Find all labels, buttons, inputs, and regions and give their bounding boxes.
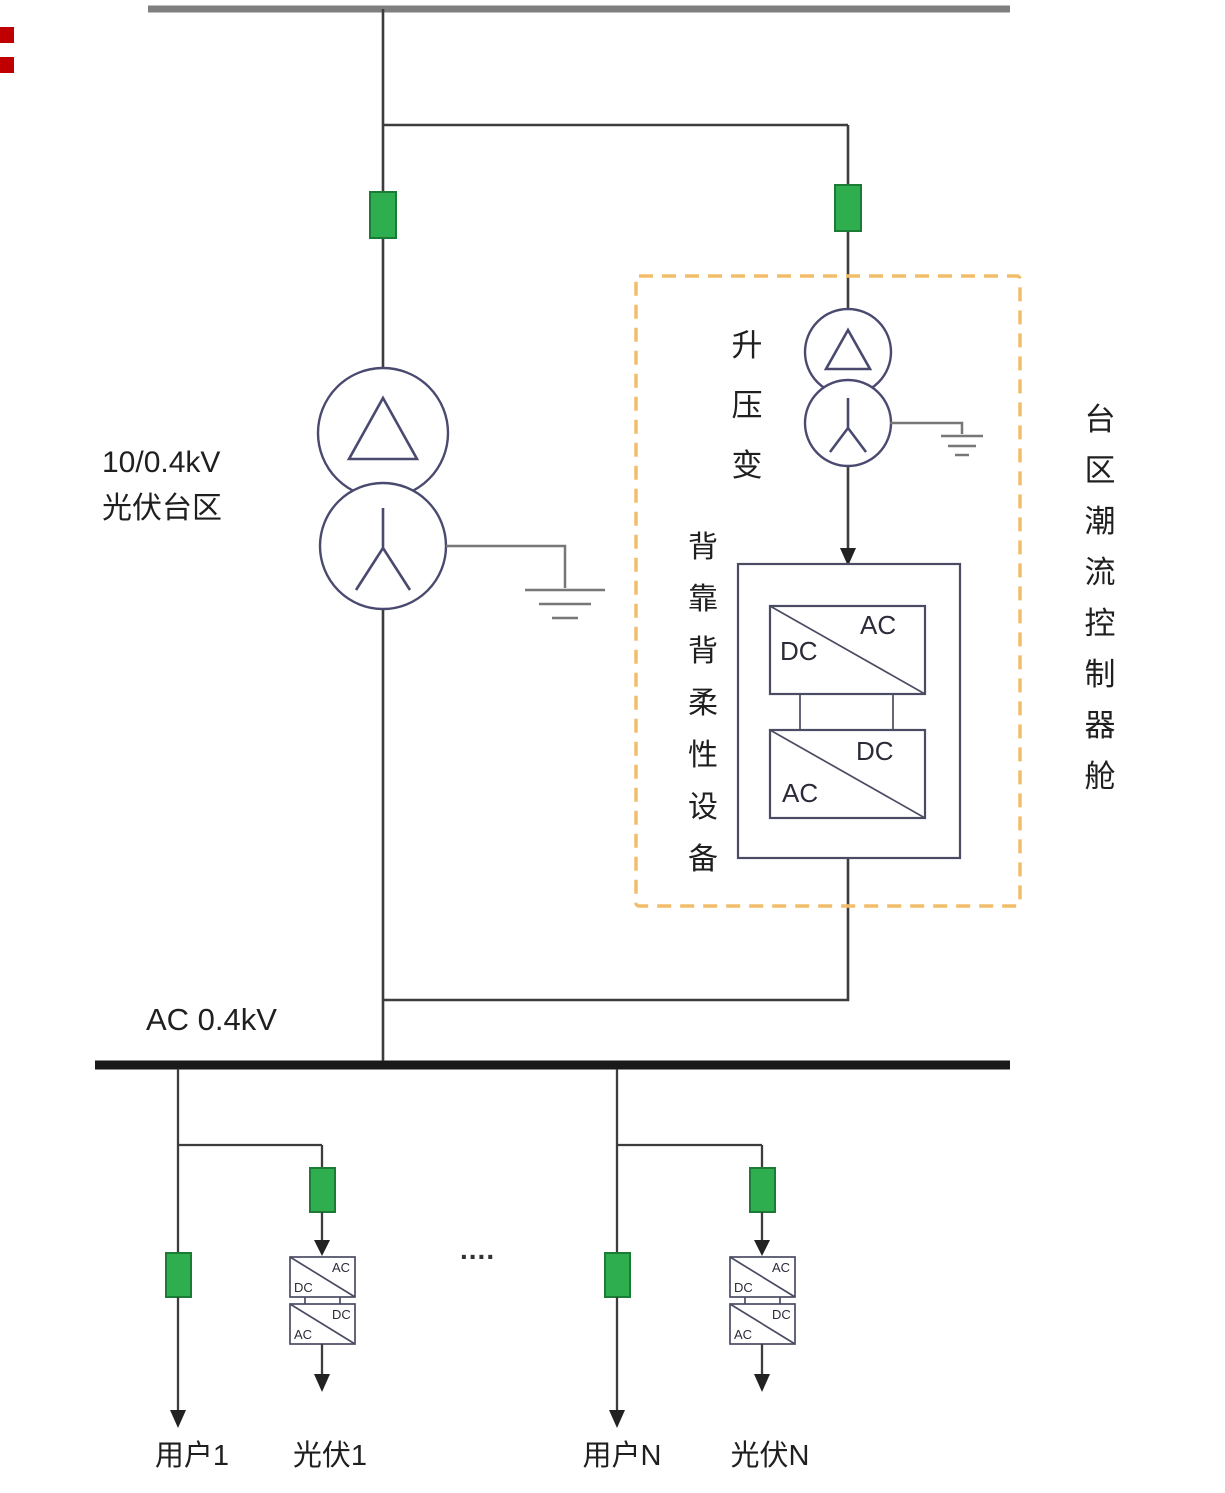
arrow-pvN-in (754, 1240, 770, 1256)
flow-controller-dashed-box (634, 274, 1022, 908)
ground-symbol-left (446, 544, 605, 620)
converter-dc-label-top: DC (780, 636, 818, 666)
breaker-pv1 (309, 1167, 336, 1213)
pv1-inverter-ac-label-bottom: AC (294, 1327, 313, 1342)
back-to-back-converter-box (736, 562, 962, 860)
feeder-label-pvN: 光伏N (730, 1440, 810, 1472)
pv-station-label-line2: 光伏台区 (102, 492, 222, 525)
breaker-pv-station (369, 191, 397, 239)
breaker-controller-branch (834, 184, 862, 232)
pv-station-label-line1: 10/0.4kV (102, 446, 221, 479)
feeder-label-pv1: 光伏1 (292, 1440, 368, 1472)
arrow-pv1-in (314, 1240, 330, 1256)
step-up-transformer-symbol (803, 307, 893, 468)
arrow-pv1-out (314, 1374, 330, 1392)
back-to-back-device-label: 背靠背柔性设备 (688, 531, 718, 876)
pv1-inverter-dc-label-bottom: DC (332, 1307, 351, 1322)
pvN-inverter-ac-label-top: AC (772, 1260, 791, 1275)
arrow-into-converter (840, 548, 856, 566)
pvN-inverter-dc-label-top: DC (734, 1280, 753, 1295)
ground-symbol-right (890, 421, 983, 457)
arrow-pvN-out (754, 1374, 770, 1392)
feeder-group-1 (165, 1069, 356, 1428)
feeder-label-user1: 用户1 (154, 1440, 230, 1472)
wiring (381, 9, 850, 1062)
converter-ac-label-top: AC (860, 610, 897, 640)
feeder-label-userN: 用户N (582, 1440, 662, 1472)
pv1-inverter-blocks (289, 1256, 356, 1345)
ellipsis-label: .... (460, 1234, 496, 1265)
breaker-user1 (165, 1252, 192, 1298)
arrow-userN (609, 1410, 625, 1428)
pvN-inverter-dc-label-bottom: DC (772, 1307, 791, 1322)
arrow-user1 (170, 1410, 186, 1428)
flow-controller-cabin-label: 台区潮流控制器舱 (1084, 402, 1116, 794)
pv1-inverter-dc-label-top: DC (294, 1280, 313, 1295)
ac-bus-label: AC 0.4kV (146, 1002, 277, 1037)
converter-ac-label-bottom: AC (782, 778, 819, 808)
red-edge-marks (0, 27, 14, 73)
converter-dc-label-bottom: DC (856, 736, 894, 766)
breaker-userN (604, 1252, 631, 1298)
pv-station-transformer-symbol (316, 366, 450, 611)
pvN-inverter-ac-label-bottom: AC (734, 1327, 753, 1342)
pvN-inverter-blocks (729, 1256, 796, 1345)
feeder-group-n (604, 1069, 796, 1428)
breaker-pvN (749, 1167, 776, 1213)
step-up-transformer-label: 升压变 (731, 328, 763, 483)
pv1-inverter-ac-label-top: AC (332, 1260, 351, 1275)
